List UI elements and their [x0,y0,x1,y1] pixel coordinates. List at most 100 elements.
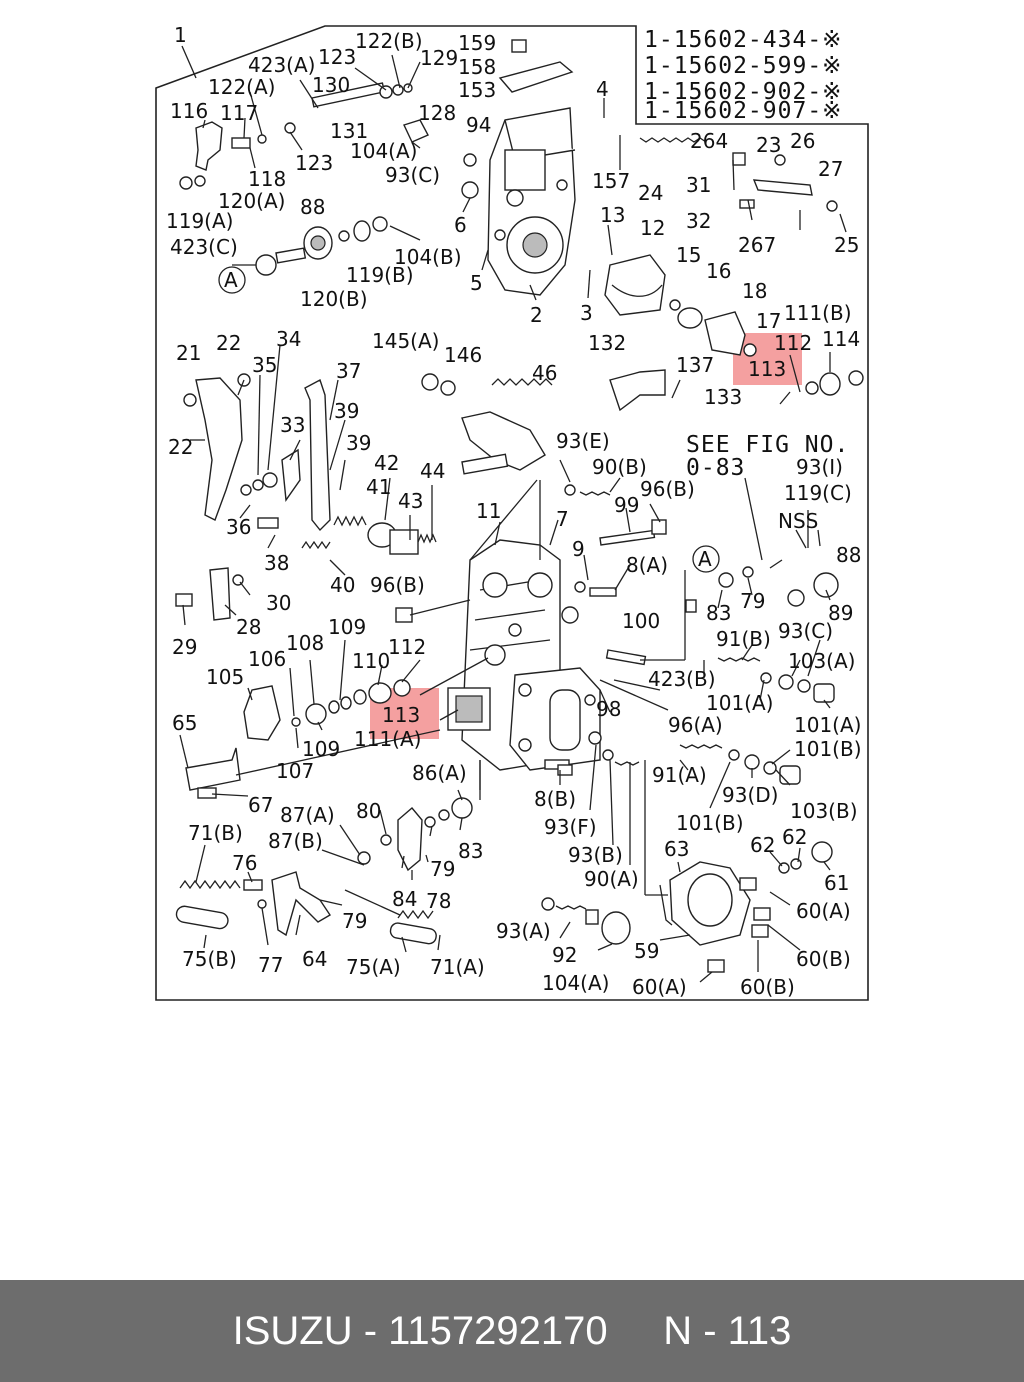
lever-drawing [195,377,243,521]
bolt-drawing [651,519,667,535]
callout-label: 146 [444,343,482,367]
callout-label: 33 [280,413,305,437]
washer-drawing [669,299,681,311]
callout-label: 104(A) [350,139,417,163]
callout-labels: 1 423(A) 123 122(B) 129 159 158 153 4 12… [166,23,862,999]
bushing-drawing [403,119,429,143]
callout-label: 75(B) [182,947,237,971]
callout-label: 153 [458,78,496,102]
washer-drawing [564,484,576,496]
bolt-drawing [257,517,279,529]
callout-label: 122(A) [208,75,275,99]
seal-ring-drawing [393,679,411,697]
callout-label: 60(A) [796,899,851,923]
callout-label: 100 [622,609,660,633]
washer-drawing [728,749,740,761]
callout-label: 17 [756,309,781,333]
callout-label: 75(A) [346,955,401,979]
callout-label: 46 [532,361,557,385]
part-info-footer: ISUZU - 1157292170 N - 113 [0,1280,1024,1382]
callout-label: 99 [614,493,639,517]
bracket-drawing [209,567,231,621]
diagram-frame [155,25,869,1001]
callout-label: 65 [172,711,197,735]
callout-label: 88 [836,543,861,567]
callout-label: 119(A) [166,209,233,233]
callout-label: 105 [206,665,244,689]
callout-label: 18 [742,279,767,303]
plug-drawing [813,572,839,598]
spacer [608,1309,664,1354]
callout-label: 129 [420,46,458,70]
callout-label: 114 [822,327,860,351]
sleeve-drawing [389,922,437,945]
callout-label: 130 [312,73,350,97]
callout-label: 2 [530,303,543,327]
callout-label: 9 [572,537,585,561]
bolt-drawing [739,877,757,891]
callout-label: 109 [302,737,340,761]
callout-label: 5 [470,271,483,295]
cap-nut-drawing [779,765,801,785]
cover-drawing [659,861,751,946]
callout-label: 83 [458,839,483,863]
stud-drawing [614,761,640,766]
washer-drawing [760,672,772,684]
callout-label: 101(B) [676,811,744,835]
bushing-drawing [305,703,327,725]
bolt-drawing [395,607,413,623]
callout-label: 92 [552,943,577,967]
washer-drawing [602,749,614,761]
callout-label: 137 [676,353,714,377]
callout-label: 87(A) [280,803,335,827]
pump-housing-drawing [447,539,601,771]
callout-label: 38 [264,551,289,575]
washer-drawing [790,858,802,870]
washer-drawing [438,809,450,821]
washer-drawing [340,696,352,710]
callout-label: 123 [295,151,333,175]
bolt-drawing [589,587,617,597]
callout-label: 91(A) [652,763,707,787]
bushing-drawing [601,911,631,945]
callout-label: 122(B) [355,29,423,53]
sleeve-drawing [175,905,229,930]
callout-label: 96(B) [370,573,425,597]
separator: - [352,1308,389,1353]
callout-label: 120(A) [218,189,285,213]
callout-label: 119(B) [346,263,414,287]
brand-name: ISUZU [232,1308,353,1353]
callout-label: 159 [458,31,496,55]
bolt-drawing [231,137,251,149]
stud-drawing [717,657,761,662]
lever-drawing [397,807,423,872]
part-number-3: 1-15602-902-※ [644,79,842,105]
bolt-drawing [585,909,599,925]
bushing-drawing [819,372,841,396]
callout-label: 93(E) [556,429,610,453]
callout-label: 60(B) [740,975,795,999]
callout-label: 64 [302,947,327,971]
callout-label: 101(B) [794,737,862,761]
washer-drawing [284,122,296,134]
svg-text:A: A [698,547,712,571]
callout-label: 120(B) [300,287,368,311]
washer-drawing [257,899,267,909]
callout-label: 112 [774,331,812,355]
washer-drawing [440,380,456,396]
callout-label: 93(F) [544,815,597,839]
callout-label: 24 [638,181,663,205]
bushing-drawing [677,307,703,329]
callout-label: 22 [168,435,193,459]
callout-label: 87(B) [268,829,323,853]
bracket-drawing [195,121,223,171]
callout-label: 118 [248,167,286,191]
callout-label: 35 [252,353,277,377]
callout-label: 94 [466,113,491,137]
callout-label: 117 [220,101,258,125]
lever-drawing [271,871,331,937]
callout-label: 93(C) [778,619,833,643]
pin-drawing [599,529,656,546]
lever-drawing [185,747,241,791]
washer-drawing [421,373,439,391]
